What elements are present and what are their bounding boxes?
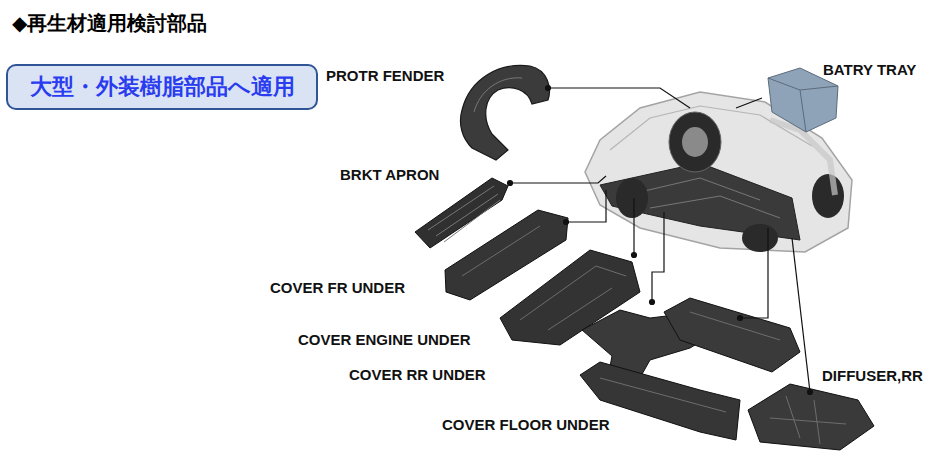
part-name: COVER RR UNDER <box>349 366 486 383</box>
fender-liner <box>460 65 549 160</box>
box-text: 大型・外装樹脂部品へ適用 <box>30 72 295 102</box>
leader-lines <box>508 86 813 395</box>
bracket-apron <box>415 178 508 248</box>
cover-floor-under-upper <box>664 298 800 372</box>
page-title: ◆再生材適用検討部品 <box>12 10 207 37</box>
part-name: COVER FLOOR UNDER <box>442 416 610 433</box>
part-name: BATRY TRAY <box>823 61 916 78</box>
part-name: BRKT APRON <box>340 166 439 183</box>
category-box: 大型・外装樹脂部品へ適用 <box>6 64 318 110</box>
part-name: DIFFUSER,RR <box>822 367 923 384</box>
part-name: PROTR FENDER <box>326 67 444 84</box>
part-name: COVER ENGINE UNDER <box>298 331 471 348</box>
part-name: COVER FR UNDER <box>270 279 405 296</box>
diffuser-rr <box>748 384 874 450</box>
